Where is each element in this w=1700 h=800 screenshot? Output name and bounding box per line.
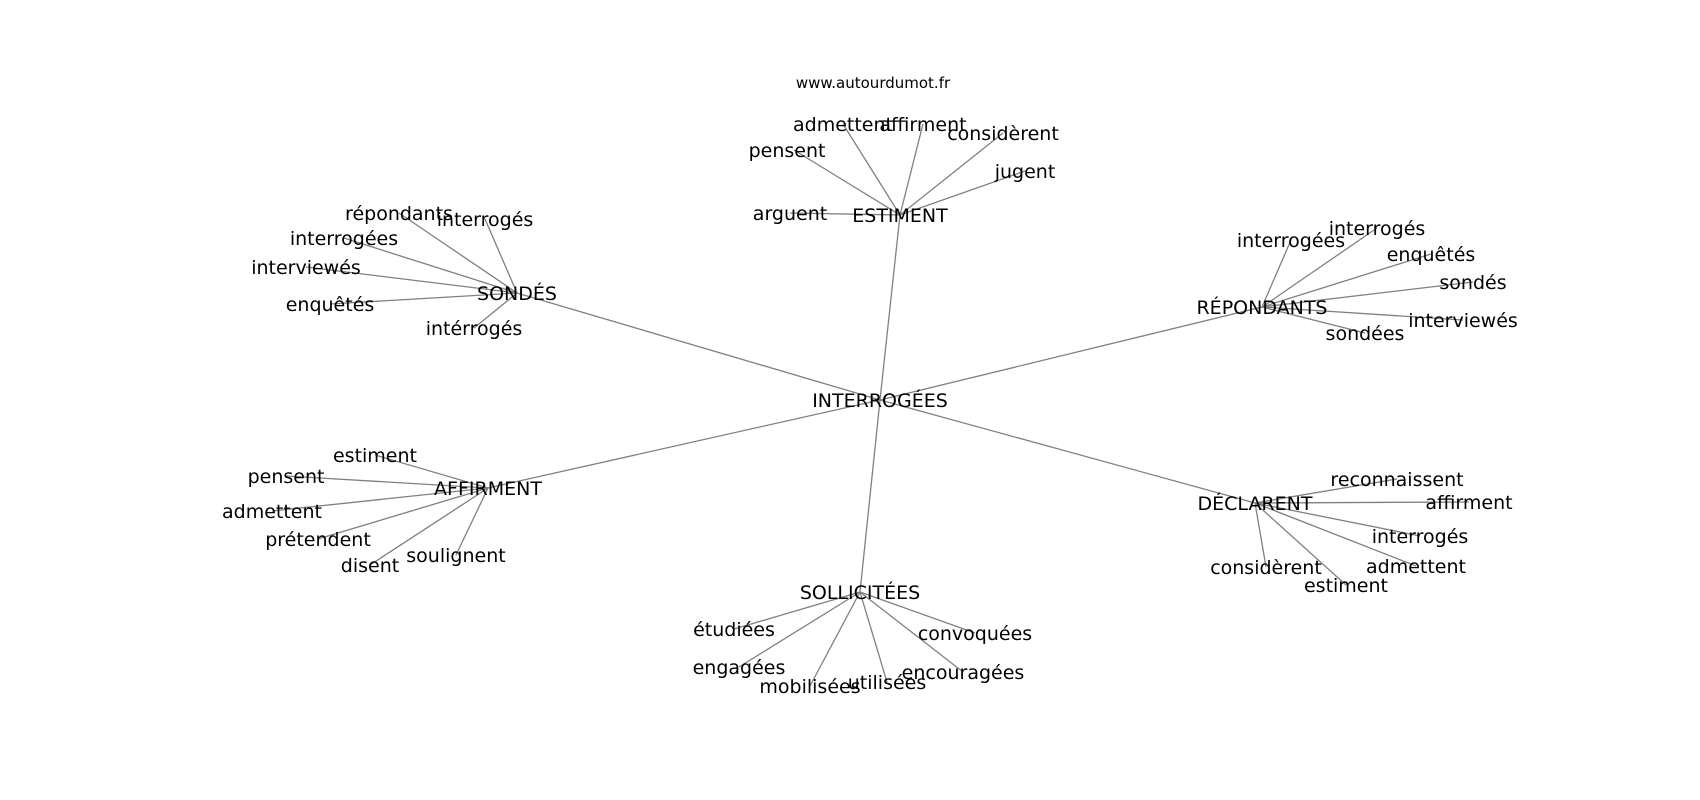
edge-hub-leaf: [329, 292, 518, 305]
leaf-word-label[interactable]: convoquées: [918, 623, 1032, 645]
leaf-word-label[interactable]: enquêtés: [286, 294, 375, 316]
edge-hub-leaf: [305, 266, 518, 294]
edge-hub-leaf: [793, 149, 901, 216]
center-word-label[interactable]: INTERROGÉES: [812, 389, 948, 412]
leaf-word-label[interactable]: reconnaissent: [1330, 469, 1463, 491]
edge-center-hub: [859, 399, 881, 593]
hub-word-label[interactable]: DÉCLARENT: [1198, 492, 1313, 515]
leaf-word-label[interactable]: considèrent: [1210, 557, 1322, 579]
edge-hub-leaf: [809, 591, 861, 687]
edge-hub-leaf: [1261, 306, 1366, 334]
leaf-word-label[interactable]: interrogés: [1329, 218, 1426, 240]
labels-layer: www.autourdumot.fr admettentaffirmentcon…: [222, 74, 1518, 698]
edge-hub-leaf: [1261, 306, 1464, 321]
edge-hub-leaf: [1261, 239, 1292, 308]
leaf-word-label[interactable]: admettent: [793, 114, 893, 136]
leaf-word-label[interactable]: mobilisées: [759, 676, 860, 698]
edge-hub-leaf: [398, 212, 518, 294]
edge-hub-leaf: [789, 212, 901, 216]
hub-word-label[interactable]: SOLLICITÉES: [800, 581, 920, 604]
edge-hub-leaf: [842, 123, 901, 216]
leaf-word-label[interactable]: soulignent: [406, 545, 505, 567]
leaf-word-label[interactable]: engagées: [693, 657, 786, 679]
edge-hub-leaf: [343, 237, 518, 294]
edge-hub-leaf: [1261, 281, 1474, 308]
leaf-word-label[interactable]: arguent: [753, 203, 827, 225]
edge-hub-leaf: [1261, 227, 1378, 308]
edge-hub-leaf: [1254, 502, 1347, 586]
edge-hub-leaf: [271, 487, 489, 512]
edge-hub-leaf: [1254, 502, 1421, 537]
leaf-word-label[interactable]: interviewés: [251, 257, 361, 279]
edge-hub-leaf: [369, 487, 489, 566]
edge-hub-leaf: [899, 132, 1004, 216]
leaf-word-label[interactable]: estiment: [333, 445, 417, 467]
leaf-word-label[interactable]: considèrent: [947, 123, 1059, 145]
edge-hub-leaf: [1254, 502, 1417, 567]
leaf-word-label[interactable]: interrogées: [290, 228, 398, 250]
edge-hub-leaf: [1254, 502, 1267, 568]
leaf-word-label[interactable]: jugent: [994, 161, 1056, 183]
leaf-word-label[interactable]: affirment: [879, 114, 966, 136]
leaf-word-label[interactable]: interrogés: [437, 209, 534, 231]
leaf-word-label[interactable]: admettent: [222, 501, 322, 523]
leaf-word-label[interactable]: affirment: [1425, 492, 1512, 514]
hub-word-label[interactable]: AFFIRMENT: [434, 478, 542, 500]
leaf-word-label[interactable]: interrogées: [1237, 230, 1345, 252]
edge-hub-leaf: [374, 454, 489, 489]
edge-hub-leaf: [738, 591, 861, 668]
leaf-word-label[interactable]: pensent: [749, 140, 826, 162]
edge-hub-leaf: [859, 591, 976, 634]
leaf-word-label[interactable]: enquêtés: [1387, 244, 1476, 266]
leaf-word-label[interactable]: admettent: [1366, 556, 1466, 578]
edge-center-hub: [487, 399, 881, 489]
edge-hub-leaf: [1261, 253, 1432, 308]
edge-center-hub: [879, 214, 901, 401]
edge-hub-leaf: [285, 475, 489, 489]
leaf-word-label[interactable]: prétendent: [265, 529, 371, 551]
leaf-word-label[interactable]: utilisées: [848, 672, 927, 694]
edge-center-hub: [879, 306, 1263, 401]
edge-hub-leaf: [899, 170, 1026, 216]
hub-word-label[interactable]: RÉPONDANTS: [1196, 296, 1327, 319]
site-url[interactable]: www.autourdumot.fr: [796, 74, 951, 92]
leaf-word-label[interactable]: estiment: [1304, 575, 1388, 597]
hub-word-label[interactable]: ESTIMENT: [852, 205, 948, 227]
hub-word-label[interactable]: SONDÉS: [477, 282, 557, 305]
edge-hub-leaf: [317, 487, 489, 540]
leaf-word-label[interactable]: sondés: [1439, 272, 1506, 294]
edge-hub-leaf: [455, 487, 489, 556]
leaf-word-label[interactable]: interviewés: [1408, 310, 1518, 332]
edge-hub-leaf: [899, 123, 924, 216]
edge-hub-leaf: [733, 591, 861, 630]
edge-hub-leaf: [859, 591, 964, 673]
leaf-word-label[interactable]: disent: [341, 555, 399, 577]
leaf-word-label[interactable]: étudiées: [693, 619, 775, 641]
leaf-word-label[interactable]: interrogés: [1372, 526, 1469, 548]
edges-layer: [271, 123, 1474, 687]
edge-hub-leaf: [859, 591, 888, 683]
edge-hub-leaf: [484, 218, 518, 294]
edge-center-hub: [516, 292, 881, 401]
edge-hub-leaf: [473, 292, 518, 329]
edge-hub-leaf: [1254, 478, 1398, 504]
leaf-word-label[interactable]: intérrogés: [426, 318, 523, 340]
edge-center-hub: [879, 399, 1256, 504]
leaf-word-label[interactable]: sondées: [1326, 323, 1405, 345]
edge-hub-leaf: [1254, 501, 1470, 504]
leaf-word-label[interactable]: encouragées: [902, 662, 1025, 684]
leaf-word-label[interactable]: répondants: [345, 203, 453, 225]
leaf-word-label[interactable]: pensent: [248, 466, 325, 488]
